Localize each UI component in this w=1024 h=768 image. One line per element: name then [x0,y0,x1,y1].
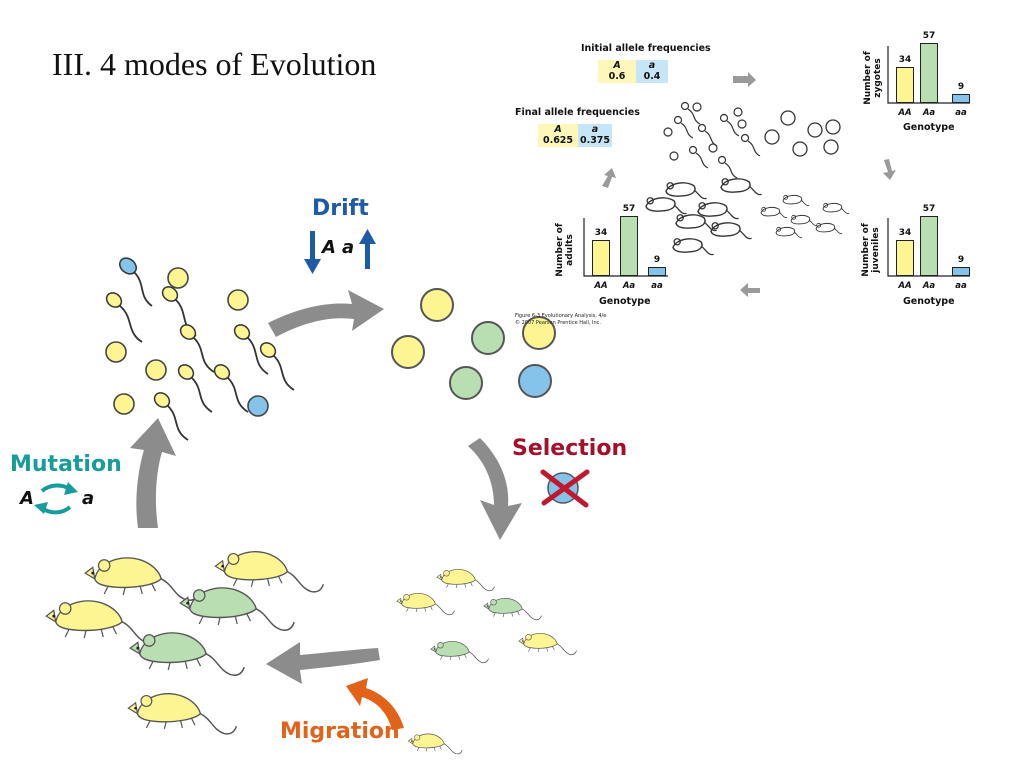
zygote-pool [391,288,556,400]
adults-bar-Aa [620,216,638,276]
juveniles-chart-xlabel: Genotype [903,296,955,307]
juveniles-tick-label-AA: AA [898,281,912,291]
figure-credit-line2: © 2007 Pearson Prentice Hall, Inc. [515,320,602,326]
zygotes-bar-aa [952,94,970,103]
zygotes-tick-label-AA: AA [898,108,912,118]
inset-zygotes [764,110,841,157]
juveniles-bar-AA [896,240,914,276]
gamete-pool [105,257,295,441]
juveniles-bar-value-Aa: 57 [922,204,936,214]
final-header-a: a [578,124,612,136]
inset-adult-mice [645,178,763,256]
juveniles-tick-label-aa: aa [955,281,967,291]
inset-juvenile-mice [760,194,850,238]
adults-tick-label-AA: AA [594,281,608,291]
final-value-A: 0.625 [538,135,578,147]
zygotes-bar-value-Aa: 57 [922,31,936,41]
selection-crossed-zygote-icon [540,469,590,508]
migrating-mouse [407,733,463,755]
adults-bar-aa [648,267,666,276]
mutation-allele-A: A [20,488,34,509]
eggs [105,267,269,417]
drift-arrows [304,229,376,274]
final-header-A: A [538,124,578,136]
initial-value-a: 0.4 [636,71,668,83]
adults-chart-axis [583,218,668,277]
selection-label: Selection [512,436,628,461]
zygotes-chart-ylabel: Number of zygotes [863,51,883,105]
final-value-a: 0.375 [578,135,612,147]
initial-header-a: a [636,60,668,72]
juveniles-bar-Aa [920,216,938,276]
initial-freq-title: Initial allele frequencies [581,43,711,54]
zygotes-bar-value-aa: 9 [957,82,965,92]
adults-bar-value-AA: 34 [594,228,608,238]
mutation-label: Mutation [10,452,122,477]
zygotes-chart-xlabel: Genotype [903,122,955,133]
zygotes-tick-label-Aa: Aa [922,108,936,118]
zygotes-bar-AA [896,67,914,103]
drift-label: Drift [312,196,369,221]
adults-bar-value-aa: 9 [653,255,661,265]
adults-chart-xlabel: Genotype [599,296,651,307]
initial-header-A: A [598,60,636,72]
sperm [105,257,295,441]
zygotes-chart-axis [887,46,970,104]
adults-tick-label-Aa: Aa [622,281,636,291]
zygotes-bar-value-AA: 34 [898,55,912,65]
juveniles-tick-label-Aa: Aa [922,281,936,291]
juvenile-mice [396,568,577,664]
inset-chart-axes [583,46,970,277]
juveniles-bar-value-aa: 9 [957,255,965,265]
slide-title: III. 4 modes of Evolution [52,46,377,82]
migration-label: Migration [280,719,400,744]
figure-credit-line1: Figure 6-3 Evolutionary Analysis, 4/e [515,313,607,319]
zygotes-bar-Aa [920,43,938,103]
zygotes-tick-label-aa: aa [955,108,967,118]
juveniles-bar-aa [952,267,970,276]
adults-tick-label-aa: aa [651,281,663,291]
inset-figure [583,46,970,297]
drift-allele-a: a [342,237,355,258]
mutation-arrowheads [34,482,78,514]
adults-chart-ylabel: Number of adults [555,223,575,277]
juveniles-chart-ylabel: Number of juveniles [861,223,881,277]
mutation-allele-a: a [82,488,95,509]
inset-cycle-arrows [602,72,896,297]
juveniles-bar-value-AA: 34 [898,228,912,238]
migration-arrow-icon [346,678,404,730]
final-freq-title: Final allele frequencies [515,107,640,118]
adult-mice [45,551,325,735]
initial-value-A: 0.6 [598,71,636,83]
juveniles-chart-axis [887,218,970,277]
adults-bar-value-Aa: 57 [622,204,636,214]
drift-allele-A: A [322,237,336,258]
inset-gametes [663,101,761,179]
adults-bar-AA [592,240,610,276]
cycle-arrows [130,290,522,684]
